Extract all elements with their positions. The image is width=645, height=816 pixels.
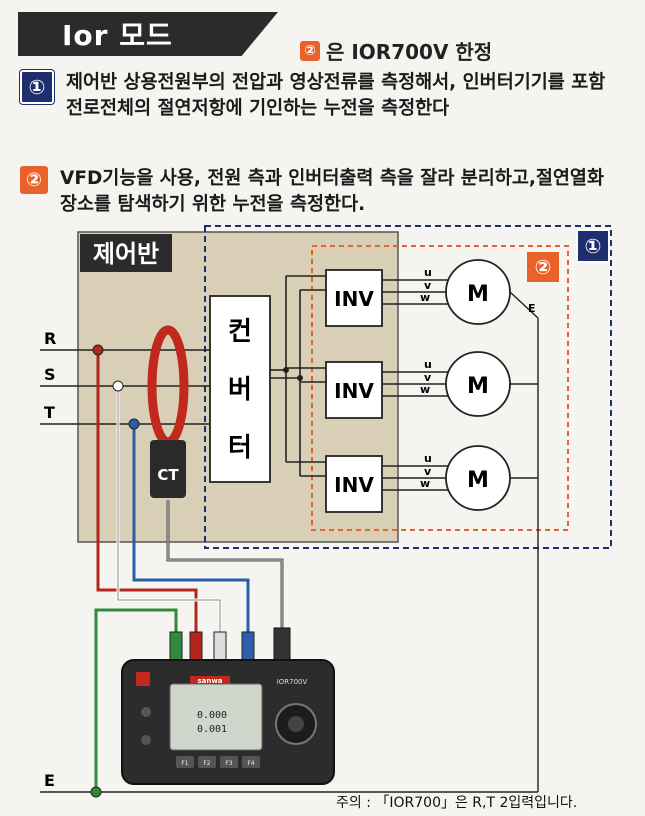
zone1-badge: ① <box>20 70 54 104</box>
voltage-lead-r <box>96 350 198 640</box>
output-label-v-3: v <box>424 465 432 478</box>
output-label-w-2: w <box>420 383 430 396</box>
panel-label-bg <box>80 234 172 272</box>
device-readout-2: 0.001 <box>197 724 227 735</box>
output-label-u-3: u <box>424 452 432 465</box>
model-limit-text: 은 IOR700V 한정 <box>326 40 493 64</box>
phase-label-r: R <box>44 329 56 348</box>
panel-label: 제어반 <box>93 240 159 268</box>
device-model: IOR700V <box>277 678 308 686</box>
phase-label-s: S <box>44 365 56 384</box>
device-button-f3: F3 <box>225 760 232 767</box>
ct-label: CT <box>157 466 179 484</box>
output-label-w-3: w <box>420 477 430 490</box>
motor-earth-label: E <box>528 302 536 315</box>
ct-clamp-body <box>150 440 186 498</box>
zone1-boundary <box>204 225 612 549</box>
clip-e <box>90 786 102 798</box>
zone1-diagram-badge: ① <box>585 234 602 258</box>
phase-label-t: T <box>44 403 55 422</box>
model-limit-note: ② 은 IOR700V 한정 <box>300 36 492 65</box>
output-label-v-1: v <box>424 279 432 292</box>
voltage-lead-t <box>132 424 250 640</box>
page-title: Ior 모드 <box>62 19 173 52</box>
inverter-box-3 <box>325 455 383 513</box>
zone2-diagram-badge-bg <box>527 252 559 282</box>
output-label-w-1: w <box>420 291 430 304</box>
converter-box <box>209 295 271 483</box>
converter-label-1: 컨 <box>228 317 252 347</box>
device-button-f2: F2 <box>203 760 210 767</box>
device-brand: sanwa <box>197 677 222 685</box>
output-label-u-2: u <box>424 358 432 371</box>
description-item-1: ① 제어반 상용전원부의 전압과 영상전류를 측정해서, 인버터기기를 포함 전… <box>20 70 626 122</box>
device-brand-bg <box>190 676 230 684</box>
converter-label-3: 터 <box>228 433 252 463</box>
earth-label: E <box>44 771 55 790</box>
description-text-1: 제어반 상용전원부의 전압과 영상전류를 측정해서, 인버터기기를 포함 전로전… <box>66 72 606 119</box>
output-label-v-2: v <box>424 371 432 384</box>
connector-plugs <box>169 627 291 665</box>
motor-label-2: M <box>467 374 489 399</box>
device-button-f1: F1 <box>181 760 188 767</box>
inverter-box-2 <box>325 361 383 419</box>
zone1-diagram-badge-bg <box>576 229 610 263</box>
zone2-badge: ② <box>20 166 48 194</box>
clip-t <box>128 418 140 430</box>
description-item-2: ② VFD기능을 사용, 전원 측과 인버터출력 측을 잘라 분리하고,절연열화… <box>20 166 620 218</box>
footnote: 주의 : 「IOR700」은 R,T 2입력입니다. <box>336 795 578 811</box>
inverter-box-1 <box>325 269 383 327</box>
zone2-diagram-badge: ② <box>535 255 552 279</box>
insulation-tester-device: sanwa IOR700V 0.000 0.001 F1 F2 F3 F4 <box>121 659 335 785</box>
device-button-f4: F4 <box>247 760 254 767</box>
title-bar <box>18 12 278 56</box>
motor-label-1: M <box>467 282 489 307</box>
inverter-label-3: INV <box>334 473 374 497</box>
device-readout-1: 0.000 <box>197 710 227 721</box>
inverter-label-1: INV <box>334 287 374 311</box>
clip-s <box>112 380 124 392</box>
converter-label-2: 버 <box>228 375 252 405</box>
inverter-label-2: INV <box>334 379 374 403</box>
clip-r <box>92 344 104 356</box>
zone2-badge-small: ② <box>300 40 320 61</box>
description-text-2: VFD기능을 사용, 전원 측과 인버터출력 측을 잘라 분리하고,절연열화 장… <box>60 168 604 215</box>
zone2-boundary <box>311 245 569 531</box>
earth-lead <box>94 608 178 792</box>
motor-label-3: M <box>467 468 489 493</box>
output-label-u-1: u <box>424 266 432 279</box>
